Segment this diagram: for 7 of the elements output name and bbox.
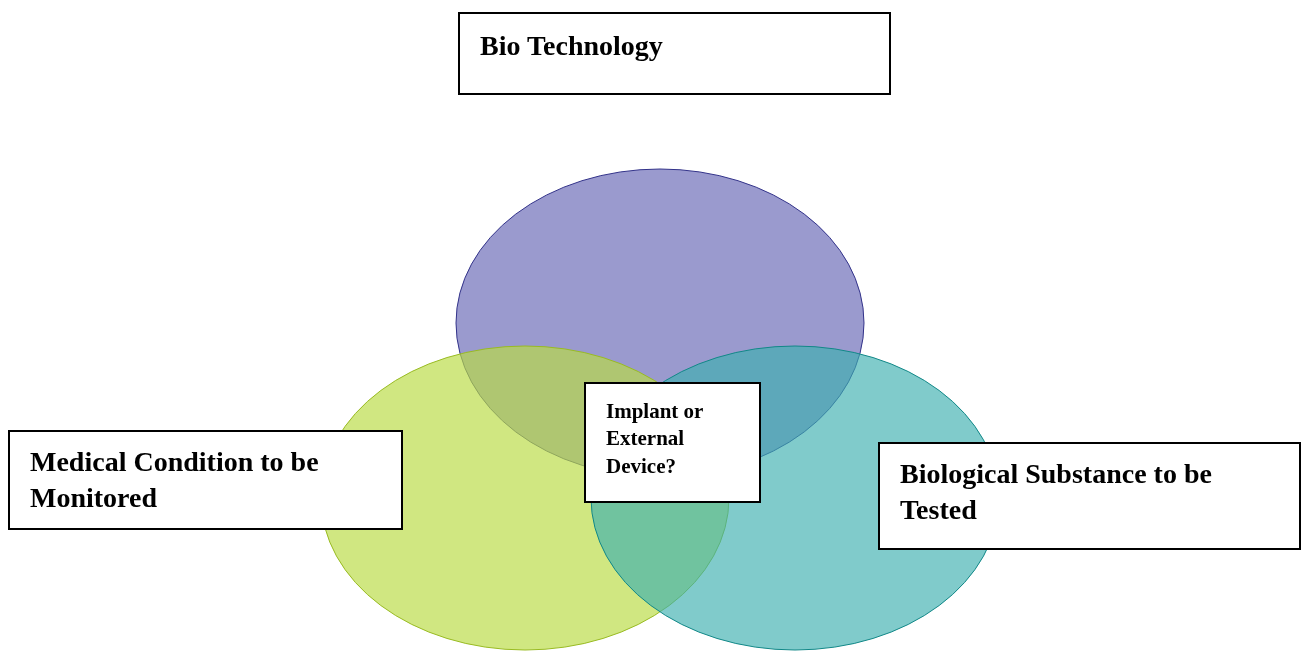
text-box [458, 12, 891, 95]
box-label: Bio Technology [480, 29, 664, 63]
text-box [8, 430, 403, 530]
box-label: Implant or External Device? [606, 398, 705, 480]
box-label: Medical Condition to be Monitored [30, 445, 320, 516]
box-label: Biological Substance to be Tested [900, 457, 1213, 528]
text-box [878, 442, 1301, 550]
